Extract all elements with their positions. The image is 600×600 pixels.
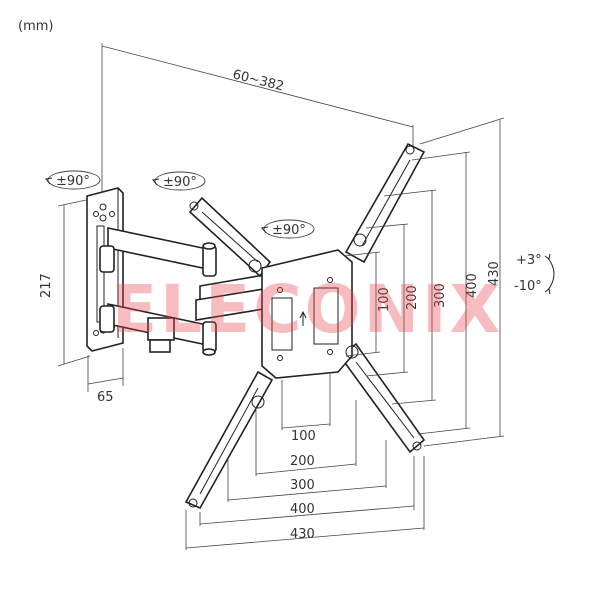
vesa-v-300: 300 <box>433 283 448 308</box>
arm-extension-label: 60~382 <box>231 67 285 94</box>
vesa-vertical-dimensions: 100 200 300 400 430 <box>343 117 505 447</box>
arm-extension-dimension: 60~382 <box>101 43 414 220</box>
watermark: ELECONIX <box>112 271 503 348</box>
swivel-badge-head: ±90° <box>261 219 315 239</box>
vesa-v-400: 400 <box>465 273 480 298</box>
tilt-down-label: -10° <box>514 279 542 294</box>
vesa-bracket <box>184 142 426 510</box>
vesa-h-200: 200 <box>290 454 315 469</box>
tilt-up-label: +3° <box>516 253 542 268</box>
wall-depth-label: 65 <box>97 390 114 405</box>
arm-pivot-joints <box>99 242 217 356</box>
vesa-h-300: 300 <box>290 478 315 493</box>
wall-height-dimension: 217 <box>39 199 91 367</box>
swivel-badge-wall: ±90° <box>45 170 101 190</box>
vesa-v-100: 100 <box>377 287 392 312</box>
vesa-v-200: 200 <box>405 285 420 310</box>
vesa-h-100: 100 <box>291 429 316 444</box>
swivel-label-wall: ±90° <box>56 174 90 189</box>
vesa-h-430: 430 <box>290 527 315 542</box>
wall-height-label: 217 <box>39 273 54 298</box>
unit-label: (mm) <box>18 19 53 34</box>
vesa-horizontal-dimensions: 100 200 300 400 430 <box>185 374 425 550</box>
swing-arm-lower <box>147 273 271 353</box>
swivel-label-arm: ±90° <box>163 175 197 190</box>
vesa-v-430: 430 <box>487 261 502 286</box>
vesa-h-400: 400 <box>290 502 315 517</box>
swivel-badge-arm: ±90° <box>152 171 206 191</box>
tilt-indicator: +3° -10° <box>514 253 555 295</box>
swivel-label-head: ±90° <box>272 223 306 238</box>
wall-depth-dimension: 65 <box>87 348 124 405</box>
